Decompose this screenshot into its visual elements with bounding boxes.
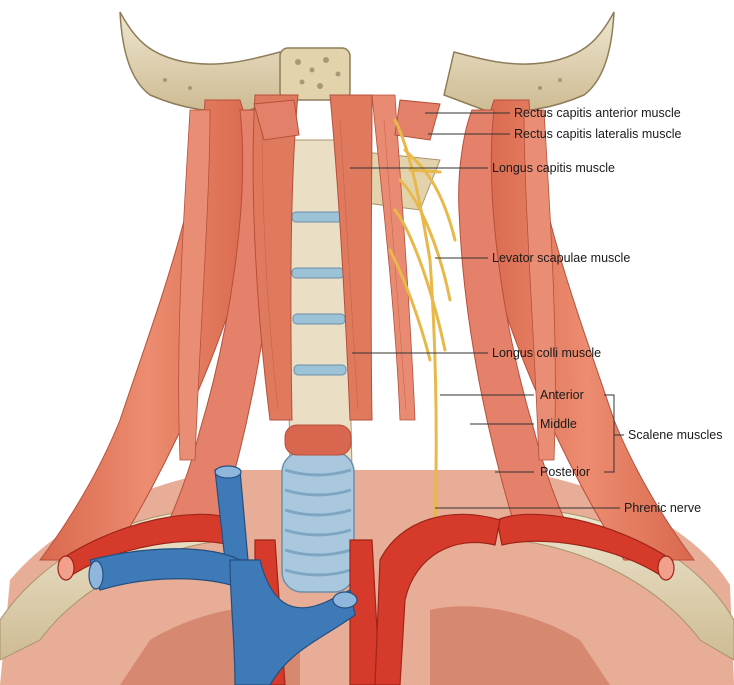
neck-muscles-right (458, 99, 695, 561)
label-rectus-capitis-anterior: Rectus capitis anterior muscle (514, 106, 681, 120)
label-rectus-capitis-lateralis: Rectus capitis lateralis muscle (514, 127, 682, 141)
label-levator-scapulae: Levator scapulae muscle (492, 251, 631, 265)
label-scalene-anterior: Anterior (540, 388, 584, 402)
phrenic-nerve (388, 118, 457, 532)
leader-lines (350, 112, 624, 509)
label-phrenic-nerve: Phrenic nerve (624, 501, 702, 515)
label-longus-colli: Longus colli muscle (492, 346, 602, 360)
label-scalene-muscles: Scalene muscles (628, 428, 723, 442)
skull-base (119, 11, 615, 113)
trachea (281, 424, 355, 593)
label-longus-capitis: Longus capitis muscle (492, 161, 615, 175)
rectus-capitis-muscles (253, 99, 441, 141)
label-scalene-posterior: Posterior (540, 465, 591, 479)
veins (88, 465, 358, 685)
label-scalene-middle: Middle (540, 417, 577, 431)
